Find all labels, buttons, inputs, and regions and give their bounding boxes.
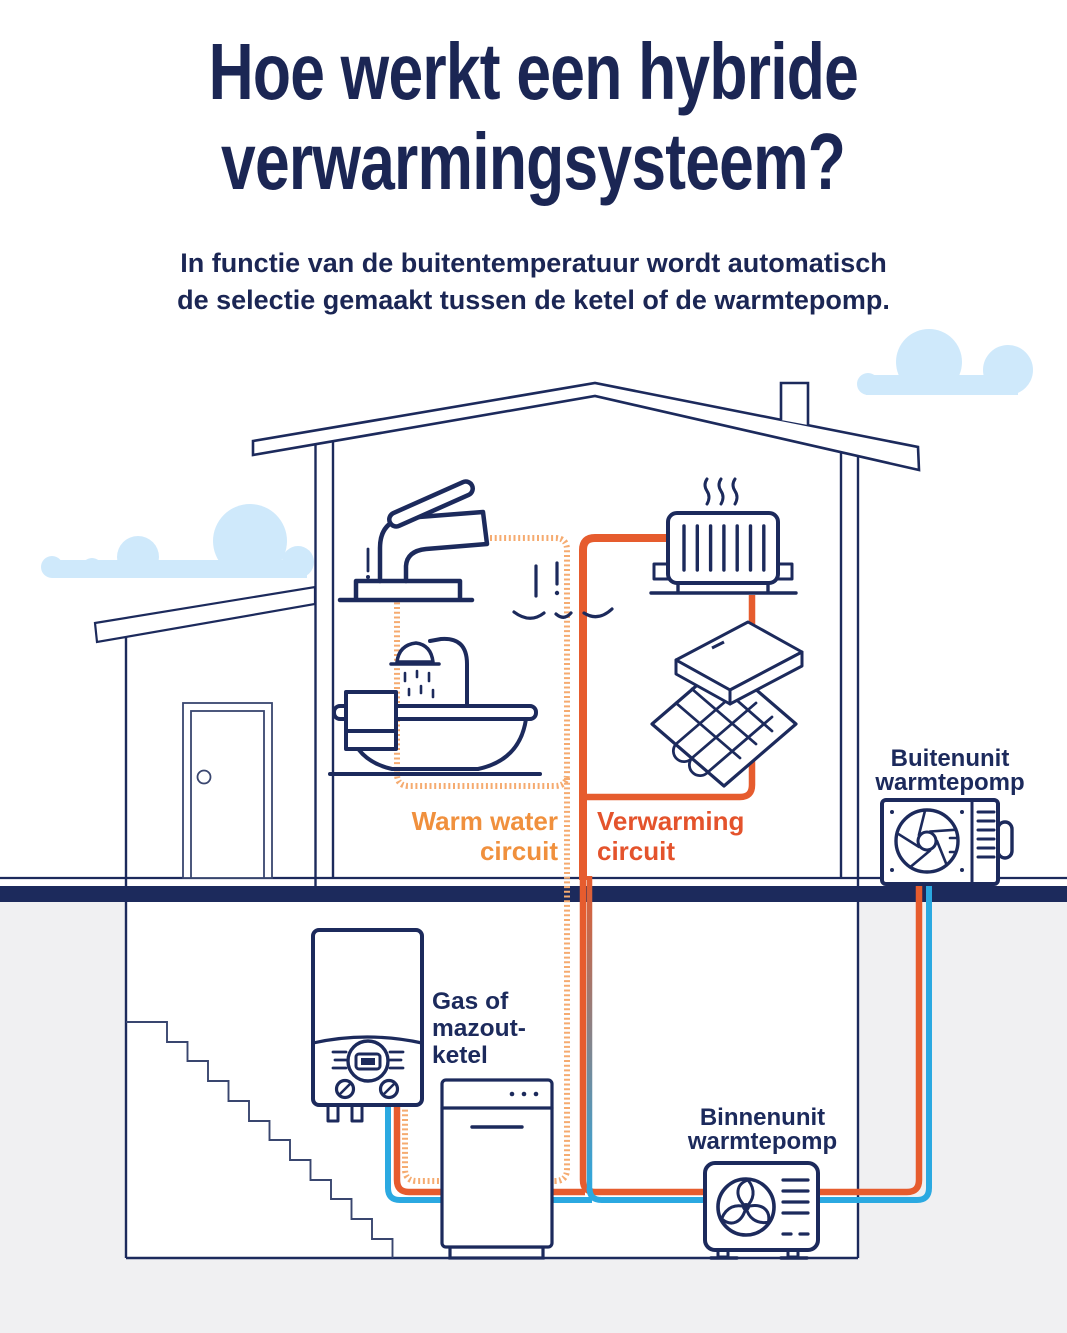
cloud-right-icon [857,329,1033,395]
radiator-icon [649,477,798,595]
fan-spokes-icon [896,809,957,868]
fan-blades-icon [720,1178,771,1225]
chimney-icon [779,381,810,425]
handle-icon [996,820,1014,860]
warm-water-pipe [394,535,570,1184]
ketel-label: Gas of mazout- ketel [432,988,526,1069]
bathtub-icon [328,636,542,776]
storage-tank-icon [440,1078,554,1260]
towel-icon [344,690,398,751]
warm-water-circuit-label: Warm water circuit [411,806,558,866]
heat-pump-pipe [385,872,932,1203]
page-title-line1: Hoe werkt een hybride [208,27,859,116]
faucet-icon [337,479,614,620]
binnenunit-label: Binnenunit warmtepomp [687,1104,838,1155]
cloud-left-icon [41,504,314,578]
heat-waves-icon [703,477,739,506]
indoor-unit-icon [703,1161,820,1260]
verwarming-circuit-label: Verwarming circuit [597,806,745,866]
stairs-icon [126,1021,394,1258]
door-icon [182,702,273,879]
subtitle-line1: In functie van de buitentemperatuur word… [180,248,887,278]
outdoor-unit-icon [880,798,1014,895]
house-structure [93,381,921,1260]
buitenunit-label: Buitenunit warmtepomp [875,745,1025,796]
boiler-icon [311,928,424,1123]
annex-roof [93,585,317,644]
floor-heating-slab-icon [674,620,804,706]
page-title-line2: verwarmingsysteem? [221,117,846,206]
subtitle-line2: de selectie gemaakt tussen de ketel of d… [177,285,890,315]
